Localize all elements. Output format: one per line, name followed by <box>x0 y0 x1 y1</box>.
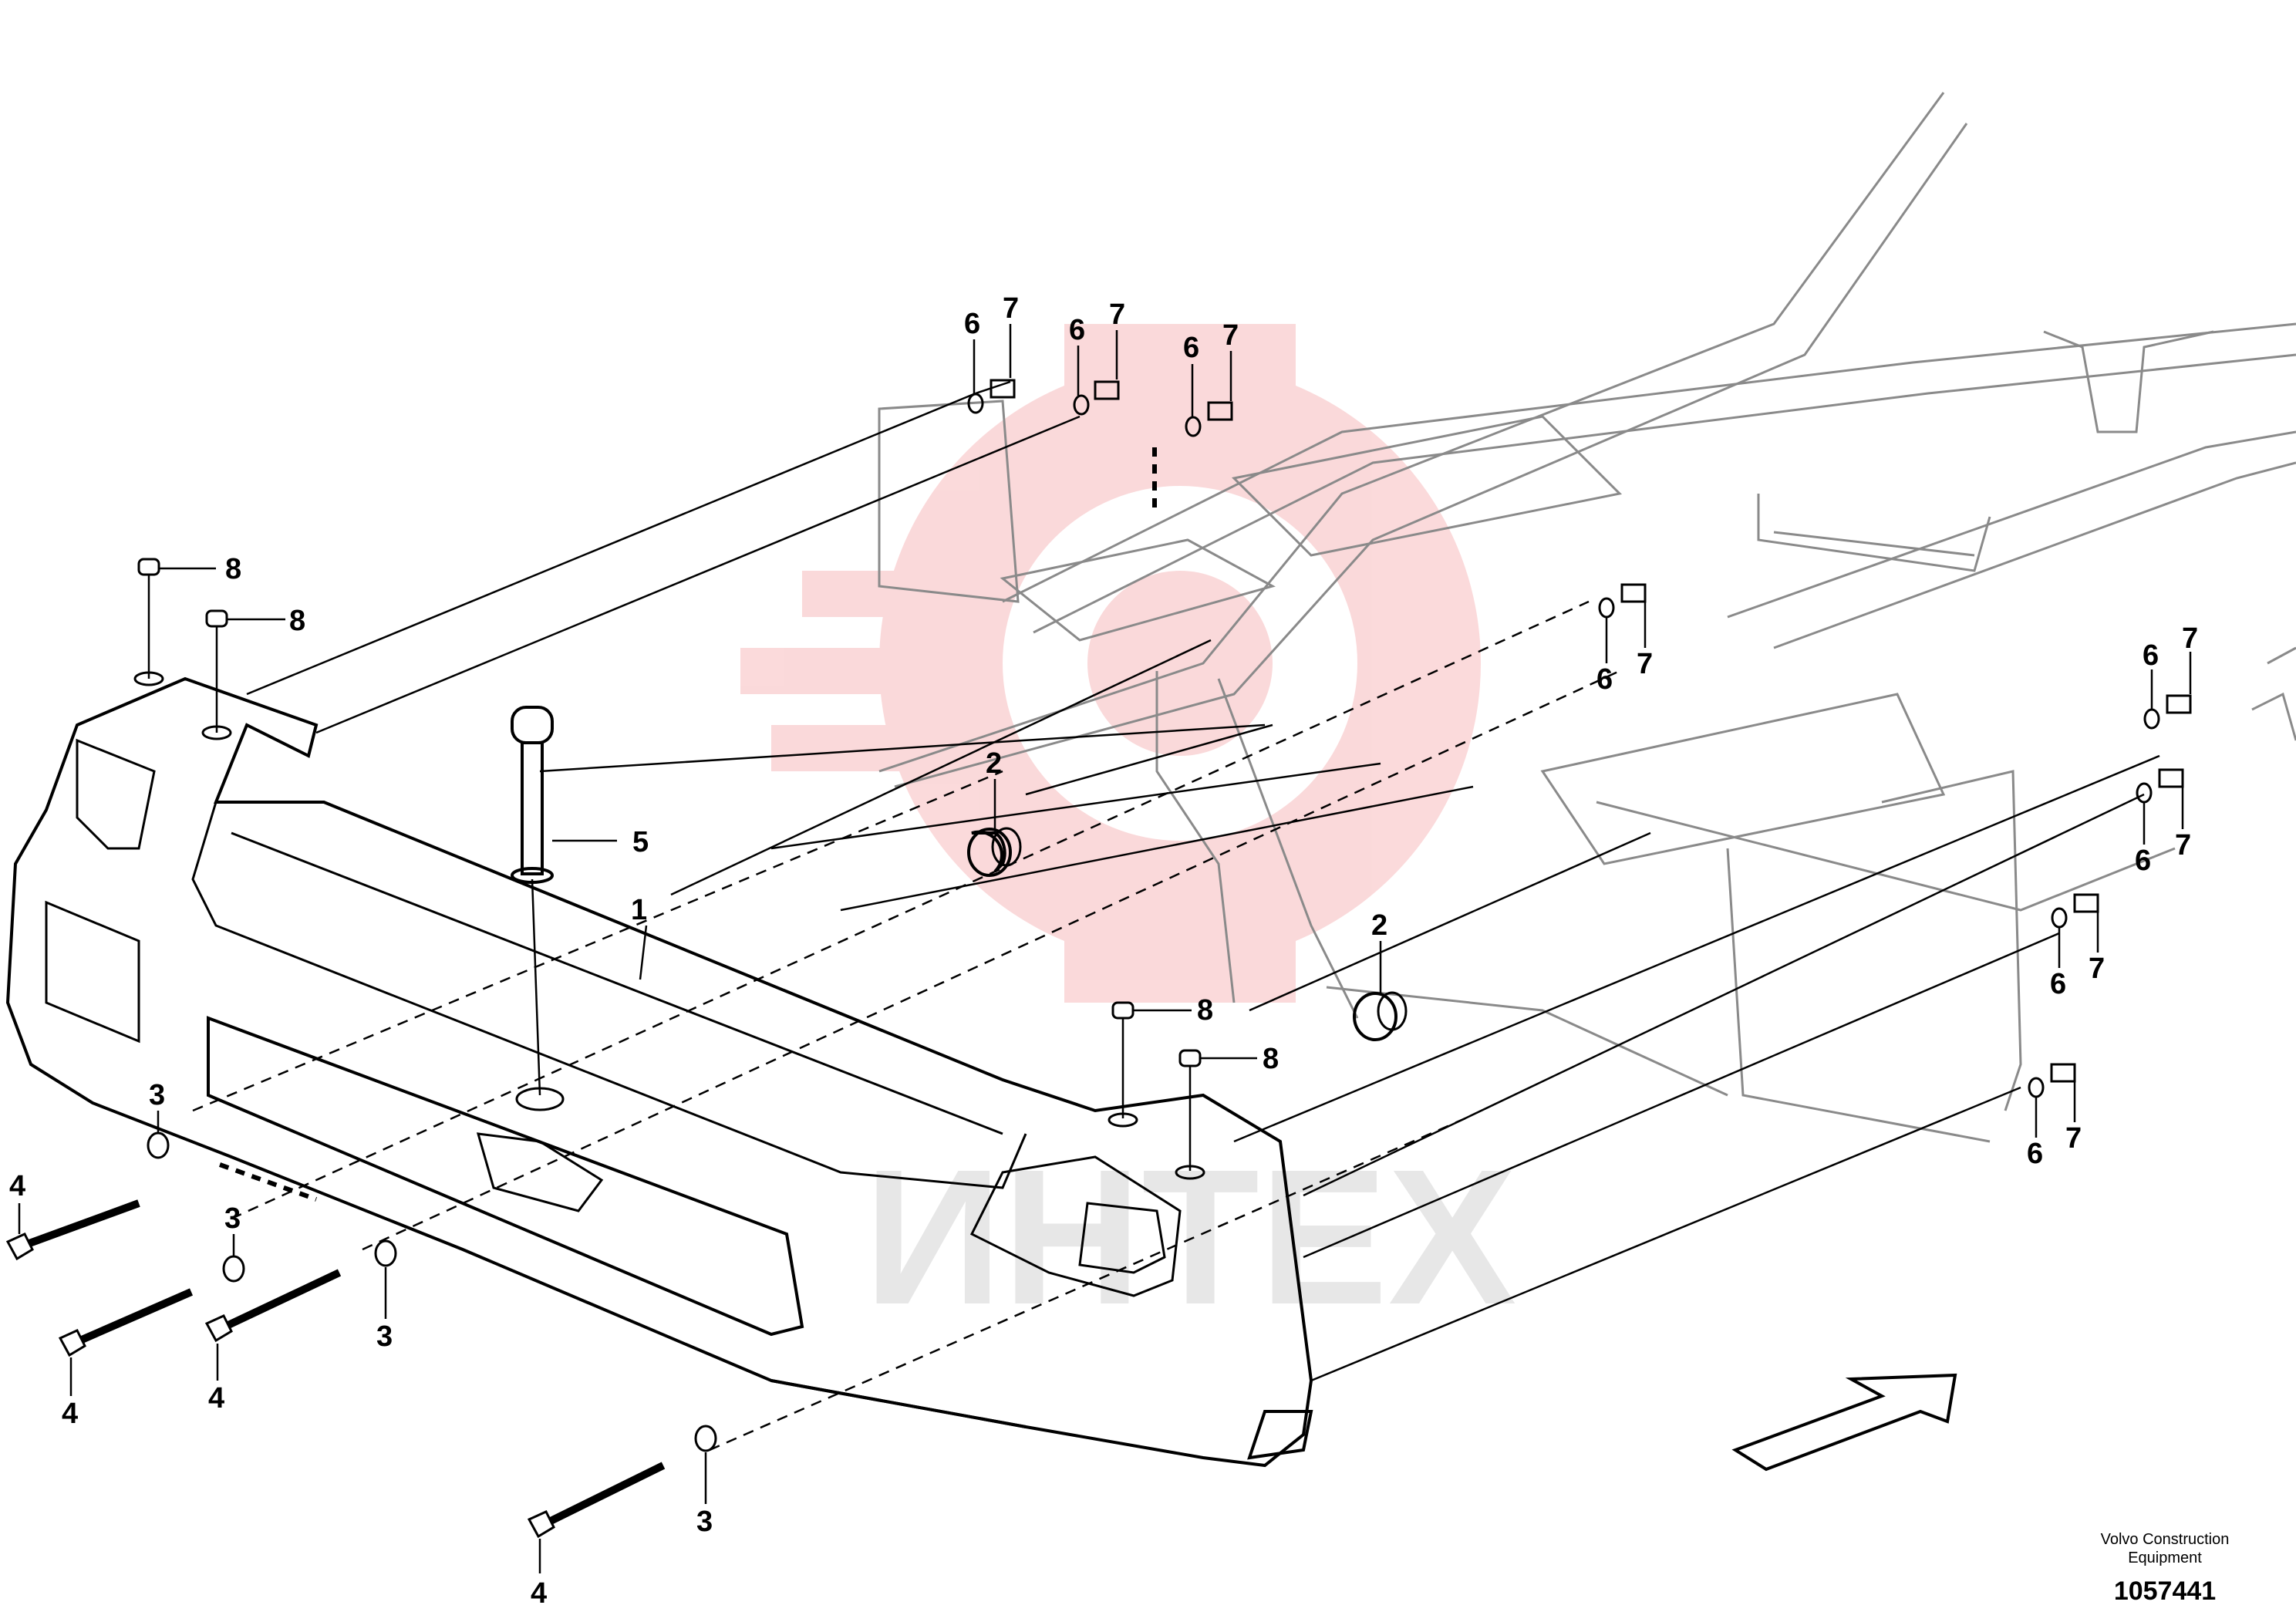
callout-7: 7 <box>1109 298 1125 331</box>
callout-6: 6 <box>2143 639 2159 672</box>
company-name: Volvo Construction Equipment <box>2100 1531 2230 1566</box>
callout-3: 3 <box>376 1320 393 1353</box>
callout-4: 4 <box>208 1382 224 1415</box>
callout-8: 8 <box>225 553 241 585</box>
buffer-part-2-right <box>1353 991 1408 1041</box>
drawing-caption: Volvo Construction Equipment 1057441 <box>2065 1530 2265 1607</box>
callout-2: 2 <box>986 747 1002 780</box>
callout-7: 7 <box>2182 622 2198 655</box>
pin-part-5 <box>511 706 565 1111</box>
callout-3: 3 <box>696 1506 713 1538</box>
callout-8: 8 <box>289 605 305 637</box>
callout-8: 8 <box>1197 994 1213 1027</box>
callout-2: 2 <box>1371 909 1387 942</box>
callout-3: 3 <box>149 1079 165 1111</box>
callout-1: 1 <box>631 894 647 926</box>
callout-6: 6 <box>2135 845 2151 877</box>
callout-4: 4 <box>531 1577 547 1610</box>
callout-7: 7 <box>2089 953 2105 985</box>
direction-arrow-icon <box>1731 1373 1957 1472</box>
callout-7: 7 <box>2175 829 2191 862</box>
callout-7: 7 <box>1637 648 1653 680</box>
callout-labels: 6 7 6 7 6 7 8 8 5 1 2 2 8 8 6 7 6 7 6 7 … <box>9 292 2198 1610</box>
bolts-and-washers <box>5 1131 717 1539</box>
chassis-frame <box>878 92 2296 1143</box>
callout-5: 5 <box>632 826 649 858</box>
drawing-number: 1057441 <box>2113 1576 2217 1606</box>
callout-7: 7 <box>1003 292 1019 325</box>
callout-6: 6 <box>1596 663 1613 696</box>
callout-6: 6 <box>1069 314 1085 346</box>
callout-8: 8 <box>1263 1043 1279 1075</box>
gear-logo-icon <box>740 324 1481 1003</box>
callout-6: 6 <box>2050 968 2066 1000</box>
callout-6: 6 <box>2027 1138 2043 1170</box>
callout-4: 4 <box>62 1398 78 1430</box>
callout-3: 3 <box>224 1202 241 1235</box>
counterweight <box>5 676 1313 1468</box>
buffer-part-2-left <box>967 827 1022 877</box>
callout-6: 6 <box>1183 332 1199 364</box>
callout-4: 4 <box>9 1170 25 1202</box>
callout-7: 7 <box>2065 1122 2082 1155</box>
screws-and-washers-top <box>967 379 1647 619</box>
callout-7: 7 <box>1222 319 1239 352</box>
callout-6: 6 <box>964 308 980 340</box>
leader-lines <box>18 324 2192 1573</box>
